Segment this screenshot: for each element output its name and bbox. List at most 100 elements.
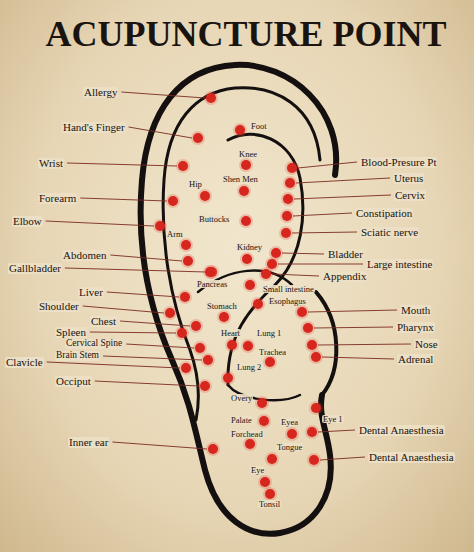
dot bbox=[195, 343, 205, 353]
dot-glow bbox=[285, 161, 299, 175]
point-label: Constipation bbox=[355, 208, 413, 219]
point-label: Cervical Spine bbox=[65, 339, 123, 349]
point-label: Dental Anaesthesia bbox=[358, 425, 445, 436]
point-label: Shoulder bbox=[38, 301, 80, 312]
dot bbox=[260, 477, 270, 487]
leader-line bbox=[272, 274, 319, 276]
point-label: Occiput bbox=[55, 376, 92, 387]
dot-glow bbox=[181, 254, 195, 268]
dot-glow bbox=[257, 414, 271, 428]
dot-glow bbox=[281, 192, 295, 206]
dot bbox=[283, 194, 293, 204]
dot-glow bbox=[198, 379, 212, 393]
inner-point-label: Small intestine bbox=[262, 285, 315, 294]
acupoint-dot bbox=[265, 452, 279, 466]
dot bbox=[191, 321, 201, 331]
leader-line bbox=[67, 163, 177, 166]
dot-glow bbox=[191, 131, 205, 145]
dot-glow bbox=[279, 226, 293, 240]
dot bbox=[181, 240, 191, 250]
dot-glow bbox=[285, 427, 299, 441]
dot-glow bbox=[305, 425, 319, 439]
inner-point-label: Kidney bbox=[236, 243, 263, 252]
leader-line bbox=[110, 255, 182, 261]
dot-glow bbox=[225, 338, 239, 352]
acupoint-dot bbox=[285, 161, 299, 175]
dot-glow bbox=[233, 123, 247, 137]
leader-line bbox=[90, 332, 176, 333]
dot bbox=[178, 161, 188, 171]
dot-glow bbox=[217, 310, 231, 324]
point-label: Hand's Finger bbox=[62, 122, 126, 133]
leader-line bbox=[103, 356, 202, 360]
acupoint-dot bbox=[279, 226, 293, 240]
dot bbox=[219, 312, 229, 322]
dot-glow bbox=[255, 396, 269, 410]
acupoint-dot bbox=[241, 339, 255, 353]
dot bbox=[271, 248, 281, 258]
point-label: Cervix bbox=[394, 190, 426, 201]
dot-glow bbox=[280, 209, 294, 223]
point-label: Elbow bbox=[12, 216, 43, 227]
dot-glow bbox=[178, 290, 192, 304]
dot bbox=[241, 160, 251, 170]
dot bbox=[309, 455, 319, 465]
dot-glow bbox=[258, 475, 272, 489]
leader-line bbox=[129, 127, 192, 138]
point-label: Appendix bbox=[322, 271, 367, 282]
acupoint-dot bbox=[263, 487, 277, 501]
dot bbox=[205, 267, 215, 277]
inner-point-label: Tonsil bbox=[258, 500, 281, 509]
acupoint-dot bbox=[307, 453, 321, 467]
dot-glow bbox=[221, 371, 235, 385]
dot bbox=[200, 191, 210, 201]
leader-line bbox=[318, 430, 355, 432]
dot bbox=[287, 163, 297, 173]
acupoint-dot bbox=[203, 265, 217, 279]
leader-line bbox=[95, 381, 199, 386]
dot-glow bbox=[301, 321, 315, 335]
dot bbox=[243, 341, 253, 351]
acupoint-dot bbox=[305, 338, 319, 352]
dot bbox=[265, 357, 275, 367]
acupoint-dot bbox=[251, 297, 265, 311]
dot bbox=[177, 328, 187, 338]
point-label: Abdomen bbox=[62, 250, 107, 261]
dot bbox=[307, 427, 317, 437]
inner-point-label: Shen Men bbox=[222, 175, 259, 184]
leader-line bbox=[314, 327, 393, 328]
dot bbox=[261, 269, 271, 279]
antihelix bbox=[228, 134, 303, 385]
acupoint-dot bbox=[255, 396, 269, 410]
acupoint-dot bbox=[285, 427, 299, 441]
acupoint-dot bbox=[237, 184, 251, 198]
leader-line bbox=[278, 264, 363, 265]
inner-point-label: Eye bbox=[250, 466, 265, 475]
acupoint-dot bbox=[239, 158, 253, 172]
dot-glow bbox=[198, 189, 212, 203]
leader-line bbox=[322, 357, 394, 359]
leader-line bbox=[126, 344, 194, 348]
point-label: Blood-Presure Pt bbox=[360, 157, 437, 168]
point-label: Inner ear bbox=[68, 437, 109, 448]
dot bbox=[303, 323, 313, 333]
dot-glow bbox=[240, 252, 254, 266]
leader-lines bbox=[46, 92, 411, 460]
inner-point-label: Palate bbox=[230, 416, 253, 425]
dot-glow bbox=[305, 338, 319, 352]
title: ACUPUNCTURE POINT bbox=[45, 16, 446, 52]
leader-line bbox=[308, 310, 397, 312]
inner-point-label: Esophagus bbox=[268, 297, 307, 306]
dot bbox=[168, 196, 178, 206]
dot bbox=[181, 363, 191, 373]
dot-glow bbox=[163, 306, 177, 320]
acupoint-dot bbox=[153, 219, 167, 233]
acupoint-dot bbox=[257, 414, 271, 428]
dot-glow bbox=[179, 361, 193, 375]
inner-point-label: Eye 1 bbox=[322, 415, 344, 424]
dot bbox=[165, 308, 175, 318]
point-label: Nose bbox=[414, 339, 439, 350]
dot bbox=[180, 292, 190, 302]
dot-glow bbox=[263, 487, 277, 501]
acupoint-dot bbox=[283, 176, 297, 190]
